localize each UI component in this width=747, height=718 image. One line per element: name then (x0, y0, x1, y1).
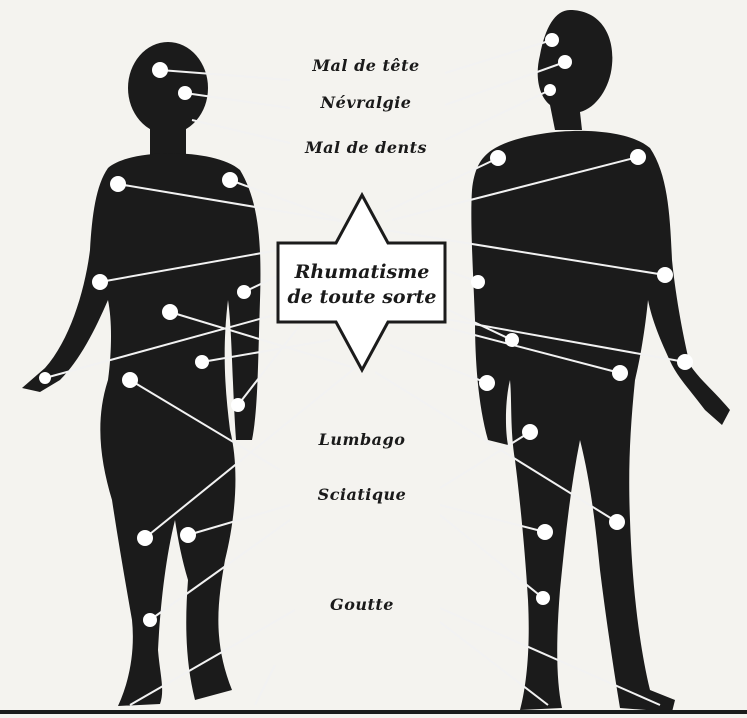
label-sciatique: Sciatique (318, 485, 407, 504)
label-mal-de-dents: Mal de dents (305, 138, 427, 157)
rhumatisme-line-2: de toute sorte (277, 285, 447, 310)
label-nevralgie: Névralgie (321, 93, 412, 112)
label-lumbago: Lumbago (319, 430, 406, 449)
rhumatisme-line-1: Rhumatisme (277, 260, 447, 285)
label-mal-de-tete: Mal de tête (312, 56, 419, 75)
label-rhumatisme: Rhumatisme de toute sorte (277, 260, 447, 310)
label-goutte: Goutte (330, 595, 394, 614)
